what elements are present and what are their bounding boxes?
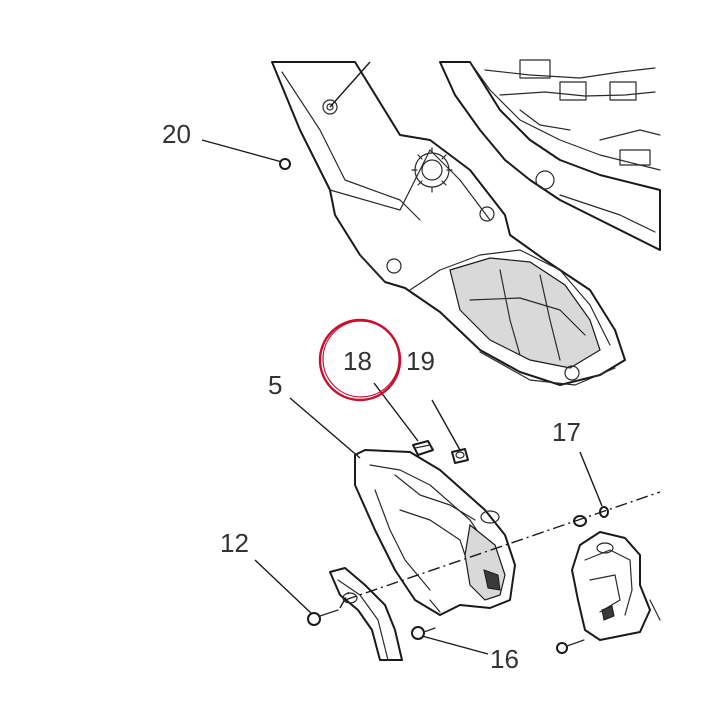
highlight-circle	[318, 318, 402, 402]
callout-12: 12	[220, 528, 249, 558]
assembly-axis-2	[339, 589, 351, 609]
upper-rear-cover	[271, 61, 626, 386]
leader-17	[579, 451, 603, 507]
part-12-bolt	[307, 609, 339, 626]
leader-16	[421, 635, 489, 655]
leader-12	[254, 559, 313, 615]
part-5-housing	[354, 449, 516, 616]
leader-20	[201, 139, 283, 163]
callout-20: 20	[162, 119, 191, 149]
highlight-circle-inner	[322, 320, 400, 398]
callout-16: 16	[490, 644, 519, 674]
side-bracket	[571, 531, 661, 641]
part-17-fastener	[573, 506, 609, 527]
callout-17: 17	[552, 417, 581, 447]
callout-18: 18	[343, 346, 372, 376]
leader-5	[289, 397, 361, 459]
leader-19	[431, 399, 461, 451]
callout-5: 5	[268, 370, 282, 400]
license-frame	[329, 567, 403, 661]
part-20-screw	[279, 158, 291, 170]
subframe	[439, 59, 661, 251]
assembly-axis	[344, 491, 661, 601]
callout-19: 19	[406, 346, 435, 376]
part-18-clip	[412, 440, 434, 456]
part-16-screws	[411, 626, 585, 654]
part-19-nut	[451, 448, 469, 464]
leader-20-top	[329, 61, 371, 108]
